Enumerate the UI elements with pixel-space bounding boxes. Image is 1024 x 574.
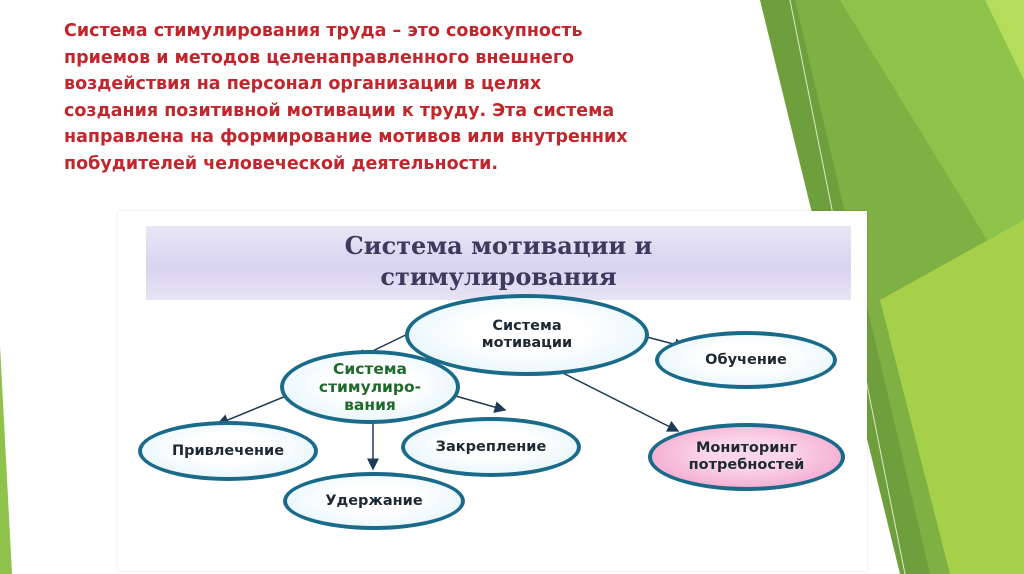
slide-paragraph: Система стимулирования труда – это совок… — [64, 21, 628, 174]
node-consolidation: Закрепление — [401, 417, 581, 477]
node-stimulation-system: Система стимулиро- вания — [280, 350, 460, 424]
deco-green-shape-pale — [880, 220, 1024, 574]
arrow-stimulation-to-attraction — [216, 395, 287, 426]
arrow-motivation-to-monitoring — [552, 367, 680, 432]
diagram-title: Система мотивации и стимулирования — [344, 231, 653, 291]
node-training: Обучение — [655, 331, 837, 389]
node-attraction: Привлечение — [138, 421, 318, 481]
deco-green-shape-bright — [985, 0, 1024, 80]
diagram-title-banner: Система мотивации и стимулирования — [146, 226, 851, 300]
diagram-figure: Система мотивации и стимулирования Систе… — [118, 211, 867, 571]
diagram-arrows — [216, 328, 687, 471]
deco-green-shape-left — [0, 345, 12, 574]
node-retention: Удержание — [283, 472, 465, 530]
node-motivation-system: Система мотивации — [405, 294, 649, 376]
node-monitoring: Мониторинг потребностей — [648, 423, 845, 491]
deco-green-shape-light — [840, 0, 1024, 300]
